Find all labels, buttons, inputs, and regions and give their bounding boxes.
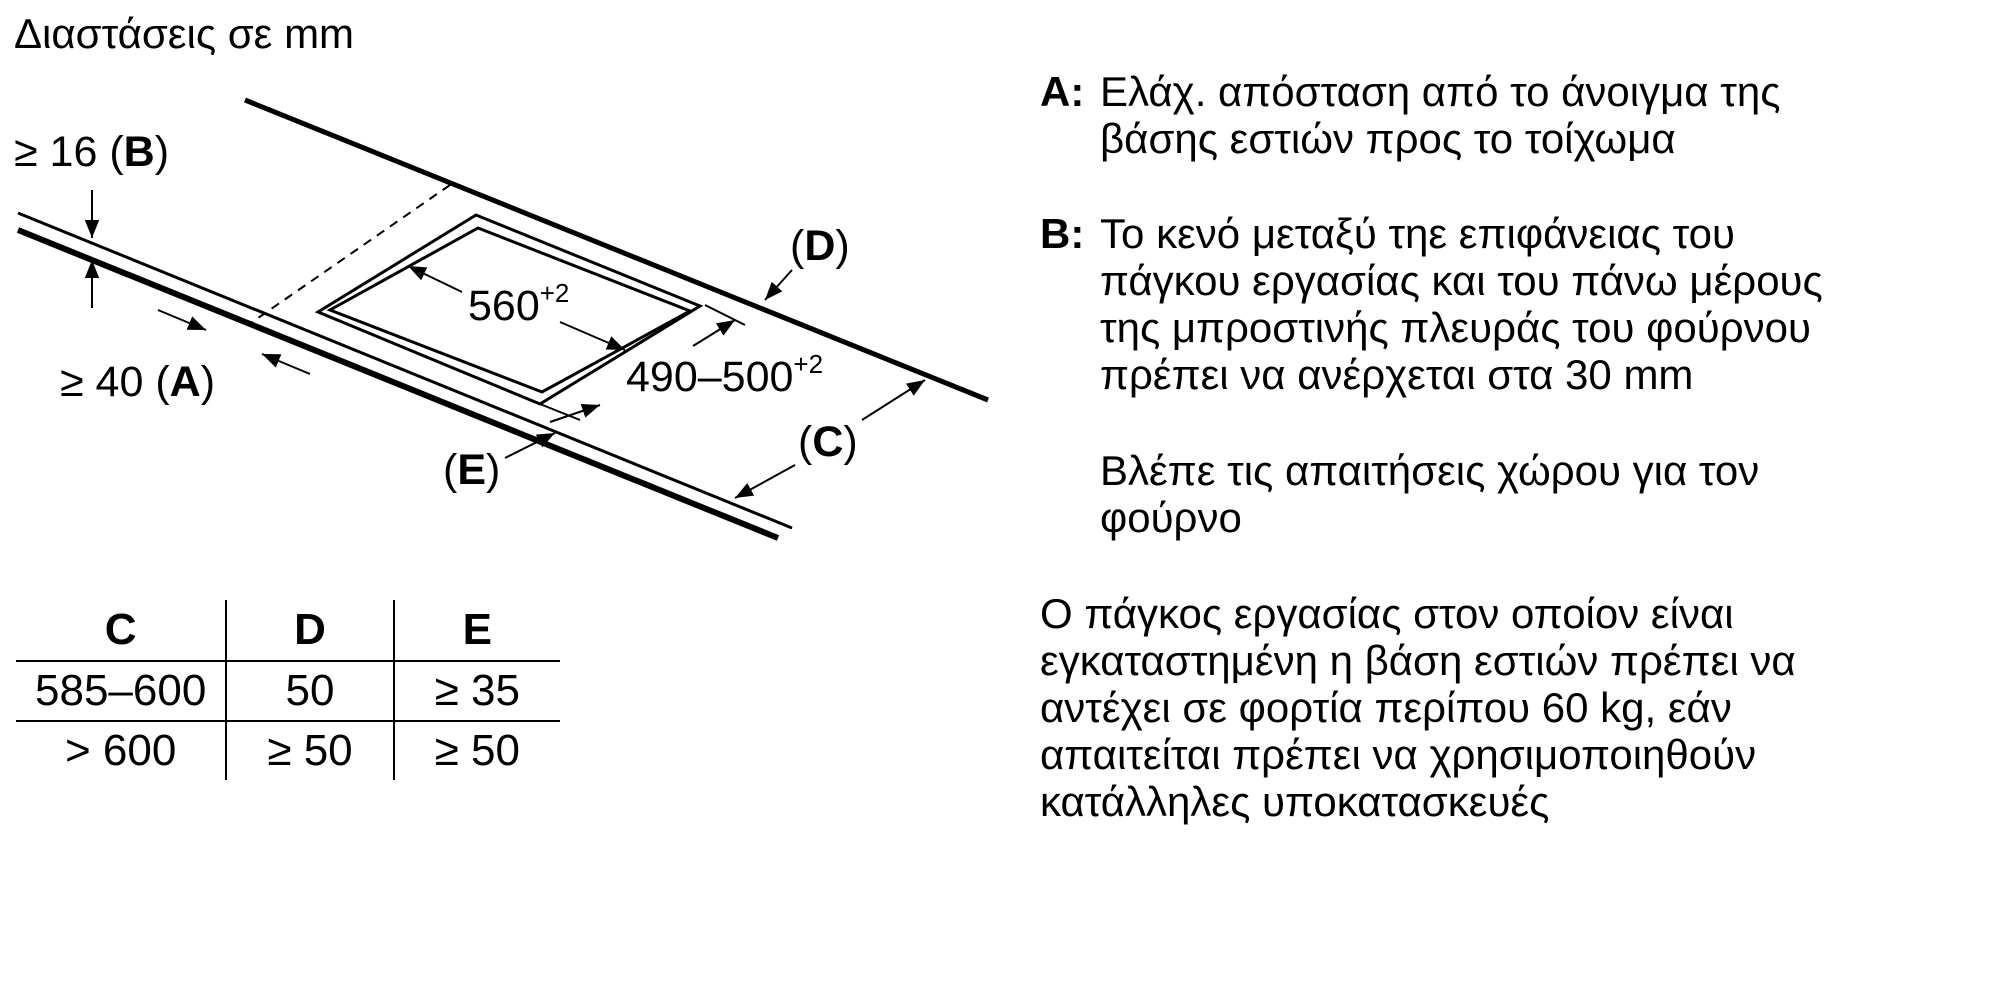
note-line: κατάλληλες υποκατασκευές [1040, 778, 1550, 825]
note-general: Ο πάγκος εργασίας στον οποίον είναι εγκα… [1040, 590, 1796, 825]
dim-label-c: (C) [798, 418, 858, 466]
table-cell: ≥ 50 [226, 721, 395, 780]
hob-installation-diagram [16, 97, 989, 541]
worktop-front-edge-top [17, 211, 793, 530]
dim-label-d: (D) [790, 222, 850, 270]
worktop-front-edge-bottom [16, 227, 780, 541]
dim-label-a: ≥ 40 (A) [60, 358, 216, 406]
note-line: Ο πάγκος εργασίας στον οποίον είναι [1040, 590, 1734, 637]
note-key: A: [1040, 68, 1085, 115]
d-arrow [764, 269, 793, 301]
width-arrow-right [559, 321, 626, 351]
table-cell: > 600 [16, 721, 228, 780]
note-line: Το κενό μεταξύ τηε επιφάνειας του [1100, 210, 1735, 257]
a-arrow-left [157, 309, 207, 331]
cutout-inner-outline [326, 226, 694, 394]
table-cell: ≥ 50 [434, 726, 520, 775]
depth-arrow-top [692, 319, 736, 347]
depth-arrow-bottom [549, 403, 601, 423]
note-line: εγκαταστημένη η βάση εστιών πρέπει να [1040, 637, 1796, 684]
dim-label-b: ≥ 16 (B) [14, 128, 170, 176]
dashed-guide [247, 184, 451, 326]
depth-label: 490–500+2 [626, 349, 824, 401]
note-line: πρέπει να ανέρχεται στα 30 mm [1100, 351, 1694, 398]
width-arrow-left [407, 265, 463, 293]
note-line: απαιτείται πρέπει να χρησιμοποιηθούν [1040, 731, 1757, 778]
c-arrow-bottom [734, 464, 796, 499]
page-title: Διαστάσεις σε mm [14, 10, 355, 57]
c-arrow-top [861, 379, 926, 421]
table-cell: ≥ 35 [393, 661, 560, 722]
table-header: C [16, 600, 228, 662]
width-label: 560+2 [468, 278, 570, 330]
note-line: αντέχει σε φορτία περίπου 60 kg, εάν [1040, 684, 1732, 731]
note-line: φούρνο [1100, 494, 1242, 541]
note-line: πάγκου εργασίας και του πάνω μέρους [1100, 257, 1823, 304]
e-arrow [504, 432, 556, 459]
note-line: Βλέπε τις απαιτήσεις χώρου για τον [1100, 447, 1760, 494]
table-cell: 50 [226, 661, 395, 722]
a-arrow-right [261, 353, 311, 375]
dim-label-e: (E) [443, 446, 501, 494]
wall-line [244, 97, 989, 403]
table-cell: 585–600 [16, 661, 228, 722]
note-key: B: [1040, 210, 1085, 257]
table-header: D [226, 600, 395, 662]
note-line: της μπροστινής πλευράς του φούρνου [1100, 304, 1811, 351]
note-line: Ελάχ. απόσταση από το άνοιγμα της [1100, 68, 1781, 115]
table-row: > 600 ≥ 50 ≥ 50 [16, 721, 560, 780]
clearance-table: C D E 585–600 50 ≥ 35 > 600 ≥ 50 ≥ 50 [16, 600, 560, 780]
note-line: βάσης εστιών προς το τοίχωμα [1100, 115, 1676, 162]
table-header: E [393, 600, 560, 662]
table-row: 585–600 50 ≥ 35 [16, 661, 560, 722]
table-header-row: C D E [16, 600, 560, 662]
